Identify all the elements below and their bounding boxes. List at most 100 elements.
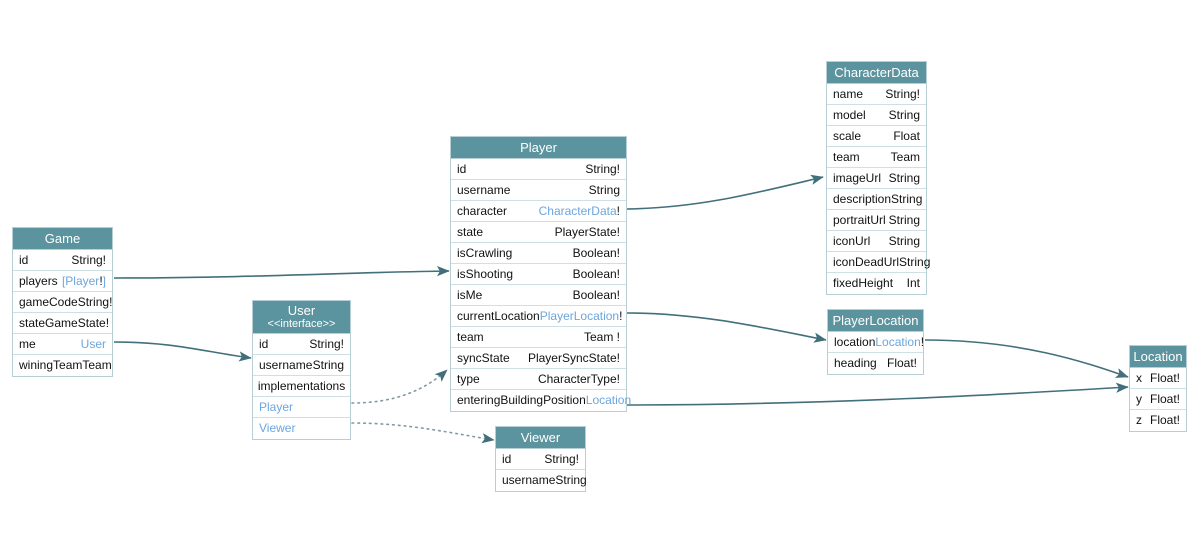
table-row[interactable]: id String! <box>451 159 626 180</box>
field-type: Float! <box>1149 413 1180 427</box>
table-row[interactable]: x Float! <box>1130 368 1186 389</box>
field-name: y <box>1136 391 1142 406</box>
field-name: location <box>834 334 876 349</box>
field-name: iconUrl <box>833 233 871 248</box>
entity-location[interactable]: Location x Float! y Float! z Float! <box>1129 345 1187 432</box>
field-type-ref[interactable]: [Player!] <box>61 273 106 288</box>
field-type-ref[interactable]: PlayerLocation! <box>539 308 623 323</box>
field-name: username <box>457 182 511 197</box>
field-type-ref[interactable]: CharacterData! <box>538 203 620 218</box>
field-name: scale <box>833 128 862 143</box>
table-row[interactable]: location Location! <box>828 332 925 353</box>
table-row[interactable]: state PlayerState! <box>451 222 626 243</box>
table-row[interactable]: winingTeam Team <box>13 355 112 376</box>
table-row[interactable]: isShooting Boolean! <box>451 264 626 285</box>
table-row[interactable]: team Team <box>827 147 926 168</box>
table-row[interactable]: username String <box>253 355 350 376</box>
entity-user-stereotype: <<interface>> <box>267 318 336 330</box>
edge-user-implements-viewer <box>351 422 495 444</box>
field-name: description <box>833 191 892 206</box>
table-row[interactable]: fixedHeight Int <box>827 273 926 294</box>
field-name: isMe <box>457 287 483 302</box>
edge-game-players-to-player <box>113 266 450 279</box>
field-name: id <box>19 252 29 267</box>
table-row[interactable]: id String! <box>13 250 112 271</box>
field-name: team <box>457 329 484 344</box>
field-type: Boolean! <box>572 245 620 260</box>
field-type: String! <box>309 336 344 351</box>
field-name: portraitUrl <box>833 212 886 227</box>
table-row[interactable]: me User <box>13 334 112 355</box>
edge-player-enteringbuildingposition-to-location <box>626 382 1129 406</box>
entity-viewer[interactable]: Viewer id String! username String <box>495 426 587 492</box>
table-row[interactable]: type CharacterType! <box>451 369 626 390</box>
table-row[interactable]: scale Float <box>827 126 926 147</box>
table-row[interactable]: state GameState! <box>13 313 112 334</box>
field-type: Float! <box>886 356 917 370</box>
field-name: imageUrl <box>833 170 882 185</box>
table-row[interactable]: heading Float! <box>828 353 923 374</box>
entity-characterdata[interactable]: CharacterData name String! model String … <box>826 61 930 295</box>
table-row[interactable]: description String <box>827 189 926 210</box>
table-row[interactable]: currentLocation PlayerLocation! <box>451 306 626 327</box>
field-type: Int <box>906 276 920 290</box>
field-type: GameState! <box>45 315 110 330</box>
table-row[interactable]: iconDeadUrl String <box>827 252 930 273</box>
field-type: String! <box>585 161 620 176</box>
field-type: String <box>888 212 920 227</box>
field-type: Boolean! <box>572 287 620 302</box>
table-row[interactable]: id String! <box>253 334 350 355</box>
field-type: String <box>888 107 920 122</box>
field-name: me <box>19 336 36 351</box>
field-type: Float! <box>1149 391 1180 406</box>
table-row[interactable]: character CharacterData! <box>451 201 626 222</box>
entity-user-title: User <<interface>> <box>253 301 350 334</box>
field-type: String! <box>77 294 113 309</box>
table-row[interactable]: gameCode String! <box>13 292 112 313</box>
table-row[interactable]: iconUrl String <box>827 231 926 252</box>
table-row[interactable]: portraitUrl String <box>827 210 926 231</box>
table-row[interactable]: isCrawling Boolean! <box>451 243 626 264</box>
field-type: String <box>888 170 920 185</box>
table-row[interactable]: enteringBuildingPosition Location <box>451 390 631 411</box>
field-name: z <box>1136 413 1142 427</box>
section-header-implementations: implementations <box>253 376 350 397</box>
field-name: team <box>833 149 860 164</box>
entity-game[interactable]: Game id String! players [Player!] gameCo… <box>12 227 113 377</box>
entity-playerlocation[interactable]: PlayerLocation location Location! headin… <box>827 309 924 375</box>
table-row[interactable]: team Team ! <box>451 327 626 348</box>
table-row[interactable]: syncState PlayerSyncState! <box>451 348 626 369</box>
entity-game-title: Game <box>13 228 112 250</box>
field-type: String <box>555 473 587 487</box>
table-row[interactable]: id String! <box>496 449 585 470</box>
table-row[interactable]: username String <box>451 180 626 201</box>
field-type: String <box>891 191 923 206</box>
implementation-row-player[interactable]: Player <box>253 397 350 418</box>
field-type: Float! <box>1149 370 1180 385</box>
field-type-ref[interactable]: User <box>80 336 106 351</box>
field-name: id <box>259 336 269 351</box>
implementation-row-viewer[interactable]: Viewer <box>253 418 350 439</box>
table-row[interactable]: imageUrl String <box>827 168 926 189</box>
entity-user[interactable]: User <<interface>> id String! username S… <box>252 300 351 440</box>
table-row[interactable]: y Float! <box>1130 389 1186 410</box>
field-name: state <box>457 224 484 239</box>
field-type: PlayerSyncState! <box>527 350 620 365</box>
edge-player-currentlocation-to-playerlocation <box>626 312 827 343</box>
field-name: x <box>1136 370 1142 385</box>
entity-location-title: Location <box>1130 346 1186 368</box>
table-row[interactable]: model String <box>827 105 926 126</box>
field-type-ref[interactable]: Location <box>585 393 632 407</box>
entity-player[interactable]: Player id String! username String charac… <box>450 136 631 412</box>
table-row[interactable]: players [Player!] <box>13 271 112 292</box>
field-name: heading <box>834 356 877 370</box>
field-type: Team <box>82 358 112 372</box>
table-row[interactable]: isMe Boolean! <box>451 285 626 306</box>
table-row[interactable]: name String! <box>827 84 926 105</box>
table-row[interactable]: username String <box>496 470 587 491</box>
table-row[interactable]: z Float! <box>1130 410 1186 431</box>
field-name: username <box>502 473 556 487</box>
field-type-ref[interactable]: Location! <box>875 334 925 349</box>
implementation-name: Viewer <box>259 421 296 435</box>
field-name: players <box>19 273 58 288</box>
